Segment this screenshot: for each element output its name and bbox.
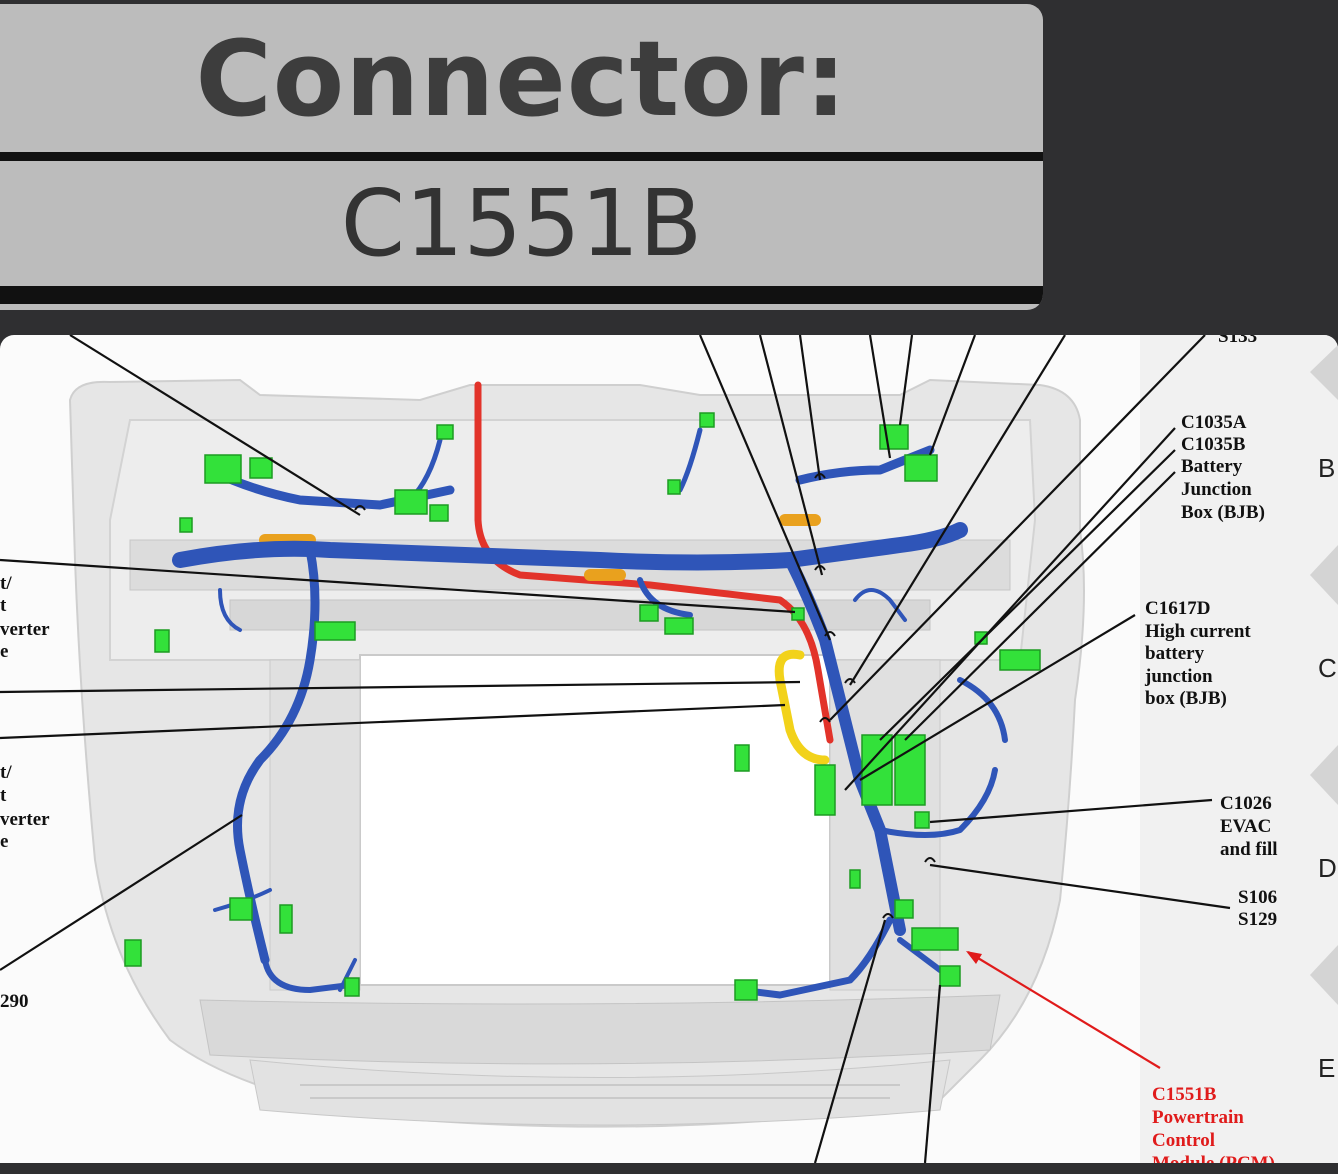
label-s133: S133 — [1218, 335, 1257, 347]
wiring-diagram: B C D E — [0, 335, 1338, 1163]
label-c1026: C1026 EVAC and fill — [1220, 793, 1278, 860]
zone-c: C — [1318, 653, 1337, 683]
header-divider — [0, 152, 1043, 161]
bottom-bar — [0, 1163, 1338, 1174]
connectors — [124, 412, 1041, 1001]
c1551b-arrowhead — [966, 951, 982, 964]
c1551b-leader — [967, 951, 1161, 1069]
label-c1617d: C1617D High current battery junction box… — [1144, 598, 1255, 709]
leader-lines — [0, 335, 1231, 1163]
zone-b: B — [1318, 453, 1335, 483]
splice-markers — [354, 473, 936, 919]
label-left-lower: t/ t verter e — [0, 762, 54, 852]
label-c1035: C1035A C1035B Battery Junction Box (BJB) — [1181, 412, 1265, 523]
connector-title: Connector: — [195, 18, 848, 140]
connector-id: C1551B — [340, 169, 703, 277]
connector-header: Connector: C1551B — [0, 4, 1043, 310]
label-c1551b-pcm: C1551B Powertrain Control Module (PCM) — [1152, 1084, 1275, 1163]
zone-d: D — [1318, 853, 1337, 883]
vehicle-front-end — [68, 378, 1085, 1128]
label-left-bottom: 290 — [0, 991, 29, 1012]
zone-arrows — [1310, 345, 1338, 1005]
wiring-diagram-panel: B C D E — [0, 335, 1338, 1163]
battery-cable — [474, 381, 834, 744]
header-divider-bottom — [0, 286, 1043, 304]
label-s106-s129: S106 S129 — [1238, 887, 1282, 930]
zone-e: E — [1318, 1053, 1335, 1083]
label-left-upper: t/ t verter e — [0, 573, 54, 662]
